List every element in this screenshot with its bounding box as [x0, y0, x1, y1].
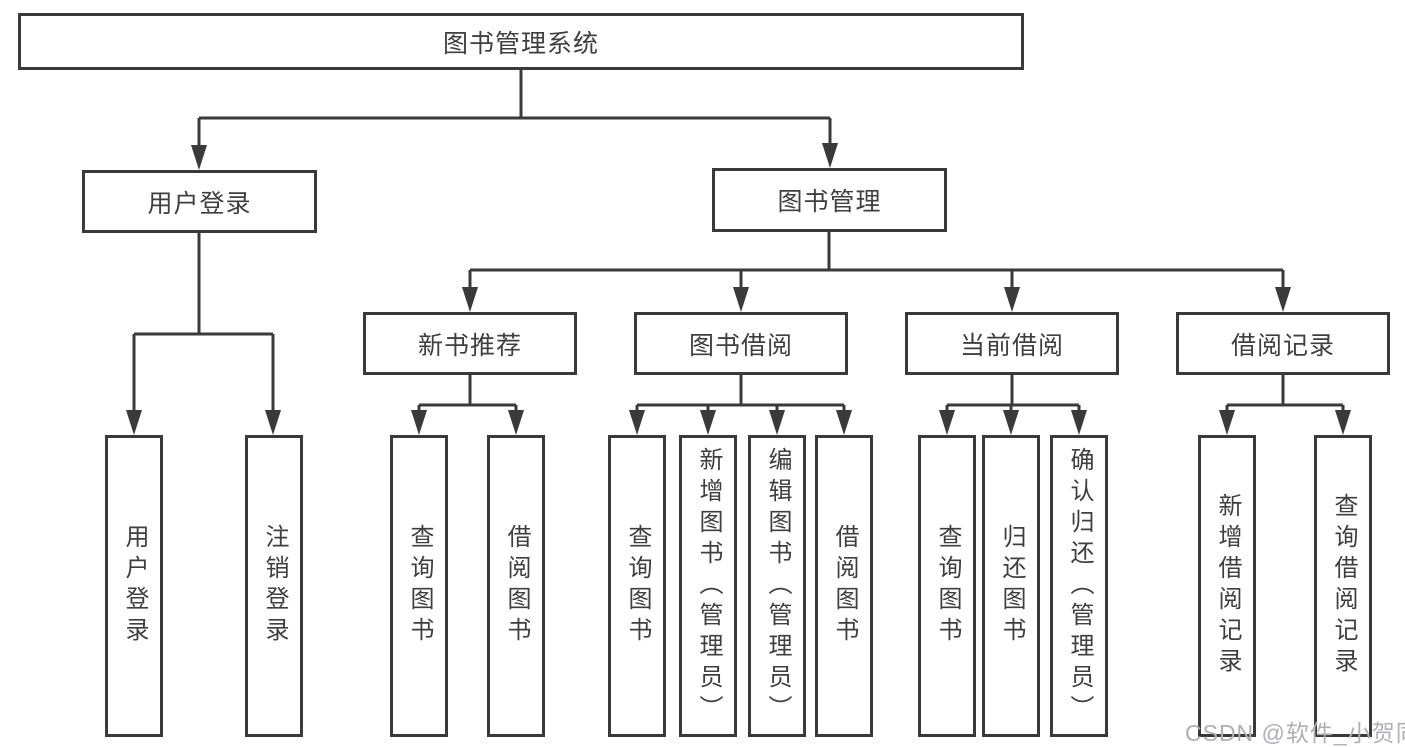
node-book-management: 图书管理 — [712, 168, 947, 232]
connector-borrow-records — [1225, 375, 1345, 413]
leaf-logout: 注销登录 — [245, 435, 303, 737]
connector-current-borrow — [945, 375, 1081, 413]
arrow-icon — [733, 287, 749, 312]
leaf-return-books: 归还图书 — [982, 435, 1040, 737]
connector-new-book — [417, 375, 518, 413]
leaf-confirm-return-admin: 确认归还（管理员） — [1050, 435, 1108, 737]
csdn-watermark: CSDN @软件_小贺同学 — [1185, 720, 1405, 746]
leaf-user-login: 用户登录 — [105, 435, 163, 737]
leaf-borrow-books: 借阅图书 — [815, 435, 873, 737]
arrow-icon — [836, 410, 852, 435]
leaf-query-books-current: 查询图书 — [918, 435, 976, 737]
node-new-book-recommend: 新书推荐 — [363, 312, 577, 375]
arrow-icon — [822, 143, 838, 168]
arrow-icon — [265, 410, 281, 435]
arrow-icon — [769, 410, 785, 435]
leaf-add-book-admin: 新增图书（管理员） — [679, 435, 737, 737]
arrow-icon — [1004, 287, 1020, 312]
arrow-icon — [508, 410, 524, 435]
node-root-system: 图书管理系统 — [18, 13, 1024, 70]
leaf-edit-book-admin: 编辑图书（管理员） — [748, 435, 806, 737]
connector-user-login — [132, 233, 275, 413]
arrow-icon — [1335, 410, 1351, 435]
node-current-borrow: 当前借阅 — [905, 312, 1119, 375]
arrow-icon — [629, 410, 645, 435]
arrow-icon — [411, 410, 427, 435]
node-user-login: 用户登录 — [82, 170, 317, 233]
arrow-icon — [462, 287, 478, 312]
connector-root — [197, 70, 832, 148]
arrow-icon — [1071, 410, 1087, 435]
arrow-icon — [126, 410, 142, 435]
leaf-query-books-borrow: 查询图书 — [608, 435, 666, 737]
arrow-icon — [1003, 410, 1019, 435]
arrow-icon — [1275, 287, 1291, 312]
connector-book-borrow — [635, 375, 846, 413]
arrow-icon — [191, 145, 207, 170]
connector-book-management — [468, 232, 1285, 290]
leaf-add-borrow-record: 新增借阅记录 — [1198, 435, 1256, 737]
leaf-query-books-recommend: 查询图书 — [390, 435, 448, 737]
node-book-borrow: 图书借阅 — [634, 312, 848, 375]
arrow-icon — [700, 410, 716, 435]
leaf-borrow-books-recommend: 借阅图书 — [487, 435, 545, 737]
arrow-icon — [1219, 410, 1235, 435]
node-borrow-records: 借阅记录 — [1176, 312, 1390, 375]
leaf-query-borrow-record: 查询借阅记录 — [1314, 435, 1372, 737]
arrow-icon — [939, 410, 955, 435]
